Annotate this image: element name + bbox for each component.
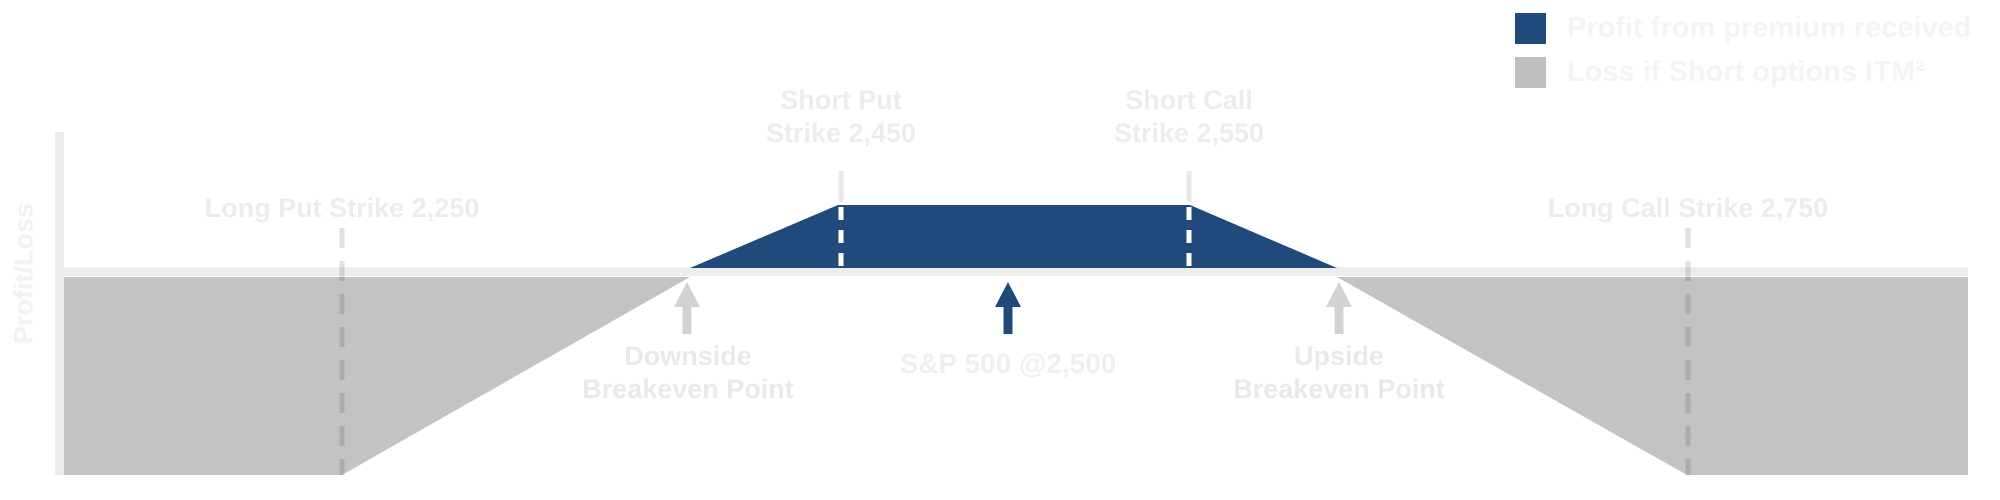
upside-breakeven-label-line2: Breakeven Point xyxy=(1233,374,1445,404)
y-axis-label: Profit/Loss xyxy=(8,203,39,345)
upside-breakeven-label: Upside Breakeven Point xyxy=(1233,340,1445,406)
zero-line xyxy=(64,267,1968,276)
y-axis-line xyxy=(55,132,64,475)
legend-item-profit: Profit from premium received xyxy=(1515,13,1972,44)
loss-swatch-icon xyxy=(1515,57,1546,88)
upside-breakeven-label-line1: Upside xyxy=(1293,341,1385,371)
loss-area-left xyxy=(64,277,690,475)
spot-price-label: S&P 500 @2,500 xyxy=(899,348,1117,379)
short-put-strike-label: Short Put Strike 2,450 xyxy=(766,84,916,150)
short-call-strike-label: Short Call Strike 2,550 xyxy=(1114,84,1264,150)
downside-breakeven-label-line1: Downside xyxy=(624,341,752,371)
legend-item-loss: Loss if Short options ITM² xyxy=(1515,57,1972,88)
downside-breakeven-arrow-icon xyxy=(674,282,700,334)
short-put-strike-label-line2: Strike 2,450 xyxy=(765,118,917,148)
upside-breakeven-arrow-icon xyxy=(1326,282,1352,334)
short-call-strike-label-line1: Short Call xyxy=(1125,85,1253,115)
long-call-strike-label: Long Call Strike 2,750 xyxy=(1547,193,1829,223)
downside-breakeven-label: Downside Breakeven Point xyxy=(582,340,794,406)
profit-area xyxy=(690,205,1337,268)
legend-label-profit: Profit from premium received xyxy=(1567,12,1972,44)
profit-swatch-icon xyxy=(1515,13,1546,44)
legend-label-loss: Loss if Short options ITM² xyxy=(1567,56,1925,88)
long-put-strike-label: Long Put Strike 2,250 xyxy=(204,193,480,223)
downside-breakeven-label-line2: Breakeven Point xyxy=(582,374,794,404)
loss-area-right xyxy=(1337,277,1968,475)
short-call-strike-label-line2: Strike 2,550 xyxy=(1113,118,1265,148)
spot-price-arrow-icon xyxy=(995,282,1021,334)
short-put-strike-label-line1: Short Put xyxy=(780,85,902,115)
legend: Profit from premium received Loss if Sho… xyxy=(1515,13,1972,88)
